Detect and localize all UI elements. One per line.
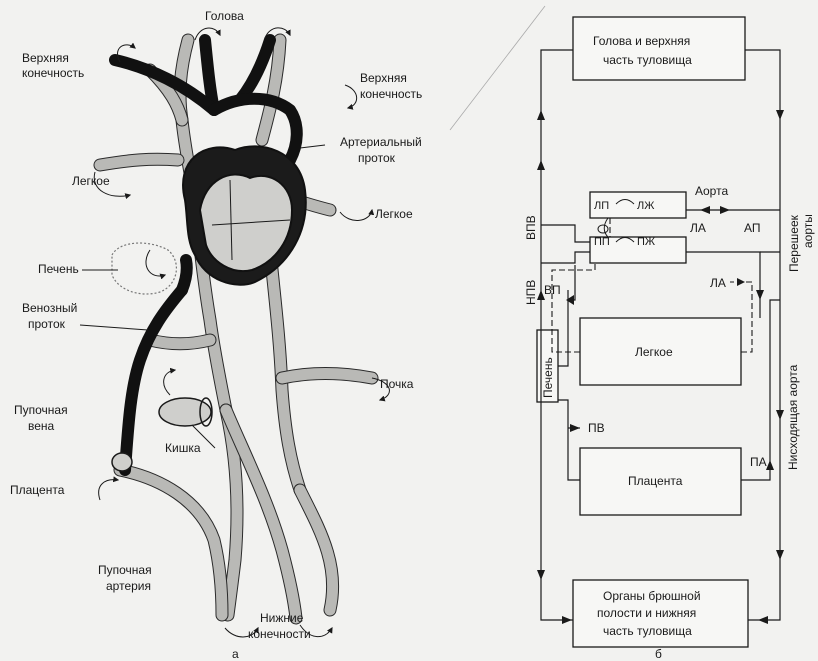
- label-upper-limb-right-2: конечность: [360, 87, 422, 101]
- label-svc: ВПВ: [524, 215, 538, 240]
- label-umbilical-artery-2: артерия: [106, 579, 151, 593]
- label-descending-aorta: Нисходящая аорта: [786, 364, 800, 470]
- box-placenta-label: Плацента: [628, 474, 683, 488]
- label-isthmus-1: Перешеек: [787, 214, 801, 272]
- intestine-shape: [159, 398, 212, 426]
- box-liver-label: Печень: [541, 357, 555, 398]
- box-head-label-2: часть туловища: [603, 53, 692, 67]
- label-upper-limb-right-1: Верхняя: [360, 71, 407, 85]
- label-lung-right: Легкое: [375, 207, 413, 221]
- label-aorta: Аорта: [695, 184, 728, 198]
- heart-ra: ПП: [594, 236, 610, 248]
- label-liver: Печень: [38, 262, 79, 276]
- caption-b: б: [655, 647, 662, 661]
- circulation-block-diagram: Голова и верхняя часть туловища Легкое П…: [524, 17, 815, 661]
- label-umbilical-vein-1: Пупочная: [14, 403, 68, 417]
- box-abdominal-label-1: Органы брюшной: [603, 589, 701, 603]
- umbilical-cord-end: [112, 453, 132, 471]
- box-abdominal-label-3: часть туловища: [603, 624, 692, 638]
- heart-la: ЛП: [594, 200, 609, 212]
- label-ductus-venosus-1: Венозный: [22, 301, 77, 315]
- box-lung-label: Легкое: [635, 345, 673, 359]
- label-head: Голова: [205, 9, 244, 23]
- label-lung-left: Легкое: [72, 174, 110, 188]
- label-isthmus-2: аорты: [801, 214, 815, 248]
- heart-lv: ЛЖ: [637, 200, 654, 212]
- label-lower-limbs-2: конечности: [248, 627, 311, 641]
- label-upper-limb-left-2: конечность: [22, 66, 84, 80]
- label-pv: ПВ: [588, 421, 605, 435]
- label-upper-limb-left-1: Верхняя: [22, 51, 69, 65]
- label-umbilical-vein-2: вена: [28, 419, 55, 433]
- label-lower-limbs-1: Нижние: [260, 611, 304, 625]
- label-placenta: Плацента: [10, 483, 65, 497]
- fetal-circulation-anatomy: Голова Верхняя конечность Верхняя конечн…: [10, 9, 422, 661]
- label-ivc: НПВ: [524, 280, 538, 305]
- box-abdominal-label-2: полости и нижняя: [597, 606, 696, 620]
- heart-rv: ПЖ: [637, 236, 655, 248]
- box-head-label-1: Голова и верхняя: [593, 34, 690, 48]
- label-ap: АП: [744, 221, 761, 235]
- label-ductus-venosus-2: проток: [28, 317, 66, 331]
- caption-a: а: [232, 647, 239, 661]
- label-pa-left: ЛА: [690, 221, 706, 235]
- box-head-upper-body: [573, 17, 745, 80]
- label-vp: ВП: [544, 283, 561, 297]
- perspective-line: [450, 6, 545, 130]
- label-pa-right: ЛА: [710, 276, 726, 290]
- label-ductus-arteriosus-2: проток: [358, 151, 396, 165]
- label-ductus-arteriosus-1: Артериальный: [340, 135, 422, 149]
- liver-shape: [112, 243, 176, 294]
- heart-block: ЛП ЛЖ ПП ПЖ: [590, 192, 686, 263]
- label-pa-bottom: ПА: [750, 455, 767, 469]
- label-kidney: Почка: [380, 377, 414, 391]
- heart: [183, 146, 306, 284]
- label-intestine: Кишка: [165, 441, 201, 455]
- label-umbilical-artery-1: Пупочная: [98, 563, 152, 577]
